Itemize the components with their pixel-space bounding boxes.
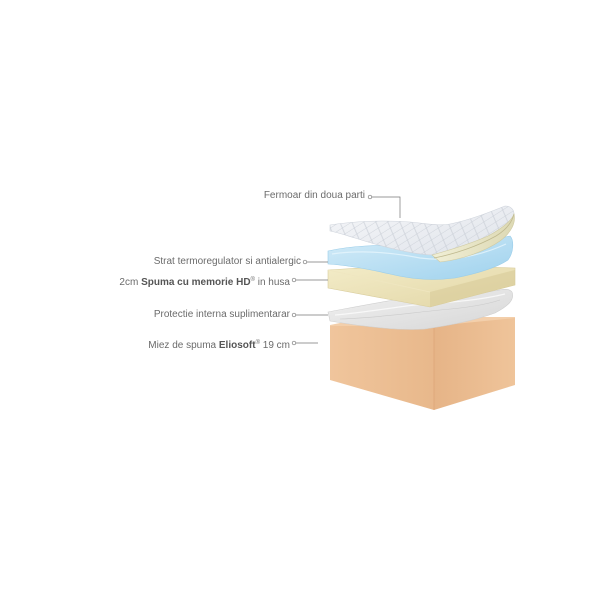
label-core-suffix: 19 cm [259, 340, 290, 351]
label-protection-text: Protectie interna suplimentarar [153, 309, 290, 320]
core-front-face [330, 326, 434, 410]
label-core-reg: ® [255, 340, 260, 346]
label-core: Miez de spuma Eliosoft® 19 cm [148, 337, 290, 352]
leader-protection [291, 312, 328, 318]
label-thermo: Strat termoregulator si antialergic [154, 256, 301, 268]
leader-thermo [302, 259, 328, 265]
label-memory-reg: ® [250, 277, 255, 283]
quilted-cover-layer [329, 205, 515, 263]
label-memory-suffix: in husa [254, 277, 290, 288]
label-memory-bold: Spuma cu memorie HD [141, 277, 251, 288]
label-zipper-text: Fermoar din doua parti [263, 190, 365, 201]
label-memory-prefix: 2cm [119, 277, 142, 288]
leader-lines [291, 194, 401, 346]
label-zipper: Fermoar din doua parti [264, 190, 365, 202]
leader-zipper [367, 194, 401, 218]
label-protection: Protectie interna suplimentarar [154, 309, 290, 321]
memory-foam-layer [327, 264, 516, 308]
label-memory-foam: 2cm Spuma cu memorie HD® in husa [119, 274, 290, 289]
leader-core [291, 340, 318, 346]
core-side-face [434, 318, 515, 410]
leader-memory [291, 277, 328, 283]
foam-core-layer [330, 317, 515, 410]
label-core-prefix: Miez de spuma [148, 340, 219, 351]
label-thermo-text: Strat termoregulator si antialergic [153, 256, 301, 267]
label-core-bold: Eliosoft [218, 340, 256, 351]
zipper-line [433, 213, 515, 259]
